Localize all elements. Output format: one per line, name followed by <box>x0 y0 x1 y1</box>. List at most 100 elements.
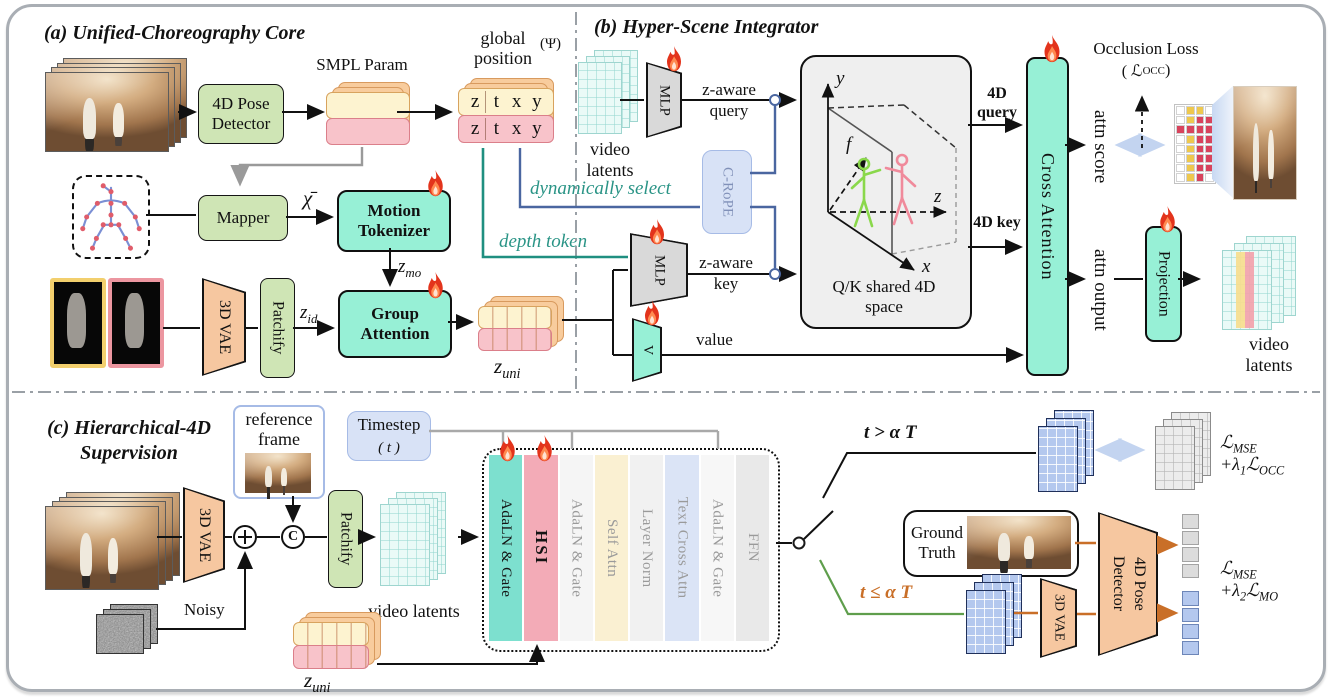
attn-grid-cell <box>1176 154 1185 163</box>
video-latents-label-c: video latents <box>368 600 460 621</box>
hsi-strip-label: Text Cross Attn <box>674 497 691 599</box>
smpl-param-label: SMPL Param <box>316 55 408 74</box>
attn-score-label-wrap: attn score <box>1086 92 1114 202</box>
hsi-strip-ffn: FFN <box>735 455 769 641</box>
reference-frame-label: reference frame <box>245 409 313 449</box>
video-latents-stack-in <box>578 50 644 138</box>
mlp-key-box: MLP <box>630 233 688 307</box>
pos-cell-z: z <box>465 91 487 113</box>
person-crop-pink <box>108 278 164 368</box>
attn-grid-cell <box>1185 134 1195 144</box>
attn-grid-cell <box>1185 173 1195 182</box>
qk-shared-space-label: Q/K shared 4D space <box>832 276 936 316</box>
z-uni-stack-c <box>293 612 387 672</box>
axis-f-label: f <box>846 134 854 155</box>
hsi-strip-self-attn: Self Attn <box>594 455 628 641</box>
reference-frame-image <box>245 453 311 493</box>
smpl-yellow-bar <box>326 92 410 119</box>
fire-icon <box>424 170 447 199</box>
attn-grid-cell <box>1195 115 1205 125</box>
attn-grid-cell <box>1195 125 1205 134</box>
skeleton-box <box>72 175 150 259</box>
value-label: value <box>696 330 733 349</box>
target-latents-stack <box>1155 412 1213 492</box>
person-crop-yellow <box>50 278 106 368</box>
panel-c-title-2: Supervision <box>80 441 178 464</box>
attn-grid-cell <box>1176 125 1185 134</box>
pos-cell-y: y <box>532 91 542 112</box>
4d-space-cube: y x z f <box>821 68 957 275</box>
attn-grid-cell <box>1195 173 1205 182</box>
attn-grid-cell <box>1176 115 1185 125</box>
hsi-strip-label: Self Attn <box>603 518 620 578</box>
panel-a-title: (a) Unified-Choreography Core <box>44 22 306 44</box>
vae-3d-box-a: 3D VAE <box>202 278 246 376</box>
hsi-strip-label: AdaLN & Gate <box>709 498 726 598</box>
timestep-label: Timestep <box>357 415 421 434</box>
global-position-label: global position <box>473 28 532 68</box>
token-row-pink <box>478 328 552 351</box>
chi-bar-label: χ̄ <box>303 186 313 210</box>
video-frame <box>45 506 159 590</box>
hsi-strip-label: AdaLN & Gate <box>568 498 585 598</box>
motion-tokenizer-label: Motion Tokenizer <box>357 200 431 240</box>
loss-lower-line1: ℒMSE <box>1220 558 1257 582</box>
cross-attention-label: Cross Attention <box>1038 152 1058 281</box>
projection-box: Projection <box>1145 226 1182 342</box>
timestep-t-label: ( t ) <box>378 439 400 456</box>
fire-icon <box>1156 206 1179 235</box>
z-id-label: zid <box>300 302 318 326</box>
vae-3d-label-c: 3D VAE <box>196 507 213 563</box>
mlp-query-label: MLP <box>656 84 673 116</box>
attn-grid-cell <box>1195 154 1205 163</box>
mapper-box: Mapper <box>198 195 288 241</box>
attn-grid-cell <box>1185 125 1195 134</box>
hsi-strip-text-cross-attn: Text Cross Attn <box>665 455 699 641</box>
z-mo-label: zmo <box>398 256 422 280</box>
loss-upper-line2: +λ1ℒOCC <box>1220 454 1285 478</box>
vae-3d-label: 3D VAE <box>216 299 233 355</box>
attn-grid-cell <box>1185 106 1195 115</box>
value-proj-label: V <box>640 344 655 356</box>
attn-score-label: attn score <box>1090 110 1111 184</box>
panel-b-title: (b) Hyper-Scene Integrator <box>594 16 819 38</box>
dynamically-select-label: dynamically select <box>530 178 671 199</box>
pos-cell-x: x <box>511 91 522 112</box>
loss-lower-line2: +λ2ℒMO <box>1220 580 1279 604</box>
input-video-stack-a <box>45 58 190 154</box>
axis-z-label: z <box>933 186 942 207</box>
z-uni-stack-a <box>478 296 570 354</box>
loss-upper-line1: ℒMSE <box>1220 432 1257 456</box>
attn-grid-cell <box>1185 163 1195 173</box>
patchify-label: Patchify <box>269 301 287 355</box>
latent-sheet <box>1222 250 1272 330</box>
token-row-pink <box>293 645 369 669</box>
projection-wedge <box>1212 86 1233 198</box>
pose-detector-label-c: 4D Pose Detector <box>1110 556 1148 612</box>
hsi-strip-label: FFN <box>744 533 761 563</box>
crope-box: C-RoPE <box>702 150 752 234</box>
z-aware-key-label: z-aware key <box>699 252 753 293</box>
timestep-box: Timestep ( t ) <box>347 411 431 461</box>
mapper-label: Mapper <box>216 208 270 227</box>
z-uni-label-c: zuni <box>304 668 331 697</box>
pose-tokens-blue <box>1182 591 1199 655</box>
axis-x-label: x <box>921 256 931 275</box>
pred-latents-stack <box>1038 410 1096 494</box>
pose-detector-label: 4D Pose Detector <box>211 94 271 133</box>
axis-y-label: y <box>834 68 845 89</box>
attn-grid-cell <box>1176 106 1185 115</box>
branch-lower-label: t ≤ α T <box>860 582 913 603</box>
branch-upper-label: t > α T <box>864 422 917 443</box>
fire-icon <box>533 435 556 464</box>
occlusion-image <box>1233 86 1297 200</box>
latent-sheet-blue <box>966 590 1006 654</box>
attn-grid-cell <box>1195 163 1205 173</box>
latent-sheet <box>578 62 622 134</box>
vae-3d-small-label: 3D VAE <box>1051 594 1067 642</box>
fire-icon <box>1040 35 1064 65</box>
panel-c-title-1: (c) Hierarchical-4D <box>47 416 211 439</box>
